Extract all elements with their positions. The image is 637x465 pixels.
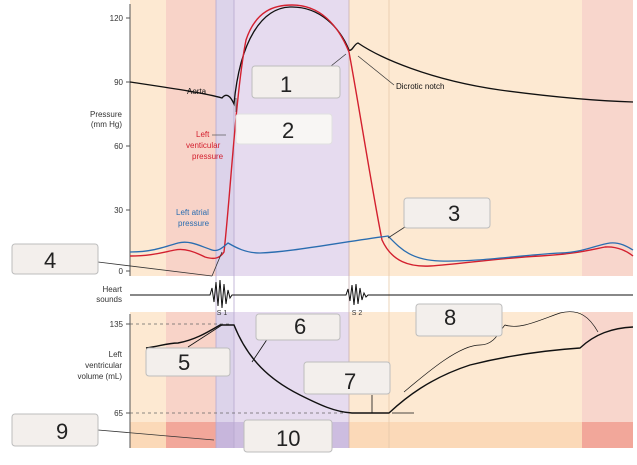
phase-band-late bbox=[582, 0, 633, 448]
volume-axis: 135 65 Left ventricular volume (mL) bbox=[78, 314, 345, 448]
answer-box-4[interactable]: 4 bbox=[11, 243, 99, 275]
answer-box-7[interactable]: 7 bbox=[303, 361, 391, 395]
la-pressure-curve bbox=[129, 235, 634, 262]
pressure-tick-0: 0 bbox=[119, 267, 124, 276]
phase-band-early bbox=[130, 0, 166, 448]
phase-bands bbox=[128, 0, 637, 448]
pointer-9 bbox=[97, 429, 215, 441]
dicrotic-notch-label: Dicrotic notch bbox=[396, 82, 444, 91]
volume-tick-135: 135 bbox=[110, 320, 124, 329]
answer-box-10-label: 10 bbox=[276, 426, 300, 451]
dicrotic-notch-pointer bbox=[357, 55, 395, 86]
lv-label-3: pressure bbox=[192, 152, 224, 161]
answer-box-7-label: 7 bbox=[344, 369, 356, 394]
answer-box-5[interactable]: 5 bbox=[145, 347, 231, 377]
answer-box-8-label: 8 bbox=[444, 305, 456, 330]
heart-sounds-gap bbox=[128, 276, 637, 312]
answer-box-2[interactable]: 2 bbox=[235, 113, 333, 145]
answer-box-2-label: 2 bbox=[282, 118, 294, 143]
heart-sounds-label-2: sounds bbox=[96, 295, 122, 304]
s2-label: S 2 bbox=[352, 310, 363, 317]
pressure-tick-120: 120 bbox=[110, 14, 124, 23]
answer-box-1[interactable]: 1 bbox=[251, 65, 341, 99]
heart-sounds-trace bbox=[130, 279, 633, 309]
s1-label: S 1 bbox=[217, 310, 228, 317]
volume-axis-title-3: volume (mL) bbox=[78, 372, 123, 381]
strip-late bbox=[582, 422, 633, 448]
lv-label-1: Left bbox=[196, 130, 210, 139]
pointer-1 bbox=[330, 53, 347, 67]
answer-box-4-label: 4 bbox=[44, 248, 56, 273]
volume-tick-65: 65 bbox=[114, 409, 123, 418]
volume-pointer-5 bbox=[187, 324, 223, 348]
volume-curves bbox=[145, 311, 634, 414]
strip-isovolumic bbox=[216, 422, 234, 448]
phase-band-isovolumic-contraction bbox=[216, 0, 234, 448]
aorta-label: Aorta bbox=[187, 87, 207, 96]
answer-box-9[interactable]: 9 bbox=[11, 413, 99, 447]
pointer-4 bbox=[97, 261, 213, 277]
volume-axis-title-1: Left bbox=[109, 350, 123, 359]
heart-sounds-row: Heart sounds S 1 S 2 bbox=[96, 279, 633, 317]
filling-annotation-curve bbox=[403, 311, 599, 393]
answer-box-3-label: 3 bbox=[448, 201, 460, 226]
answer-box-8[interactable]: 8 bbox=[415, 303, 503, 337]
answer-box-6-label: 6 bbox=[294, 314, 306, 339]
heart-sounds-label-1: Heart bbox=[102, 285, 122, 294]
pressure-tick-90: 90 bbox=[114, 78, 123, 87]
box-pointers bbox=[97, 53, 409, 441]
strip-relaxation bbox=[349, 422, 582, 448]
answer-box-1-label: 1 bbox=[280, 72, 292, 97]
pressure-tick-30: 30 bbox=[114, 206, 123, 215]
strip-atrial-systole bbox=[166, 422, 216, 448]
answer-box-10[interactable]: 10 bbox=[243, 419, 333, 453]
pressure-axis-title: Pressure bbox=[90, 110, 123, 119]
answer-box-3[interactable]: 3 bbox=[403, 197, 491, 229]
volume-axis-title-2: ventricular bbox=[85, 361, 122, 370]
lv-volume-curve bbox=[145, 324, 634, 414]
answer-boxes: 1 2 3 4 5 6 7 8 bbox=[11, 65, 503, 453]
pressure-tick-60: 60 bbox=[114, 142, 123, 151]
pressure-axis: 120 90 60 30 0 Pressure (mm Hg) bbox=[90, 4, 131, 276]
volume-pointer-6 bbox=[251, 337, 269, 363]
answer-box-9-label: 9 bbox=[56, 419, 68, 444]
la-label-1: Left atrial bbox=[176, 208, 209, 217]
pressure-curves: Aorta Left venticular pressure Left atri… bbox=[129, 4, 634, 267]
la-label-2: pressure bbox=[178, 219, 210, 228]
pressure-axis-unit: (mm Hg) bbox=[91, 120, 122, 129]
pointer-4b bbox=[211, 251, 223, 277]
lv-pressure-curve bbox=[129, 4, 634, 267]
lv-label-2: venticular bbox=[186, 141, 221, 150]
answer-box-5-label: 5 bbox=[178, 350, 190, 375]
answer-box-6[interactable]: 6 bbox=[255, 313, 341, 341]
